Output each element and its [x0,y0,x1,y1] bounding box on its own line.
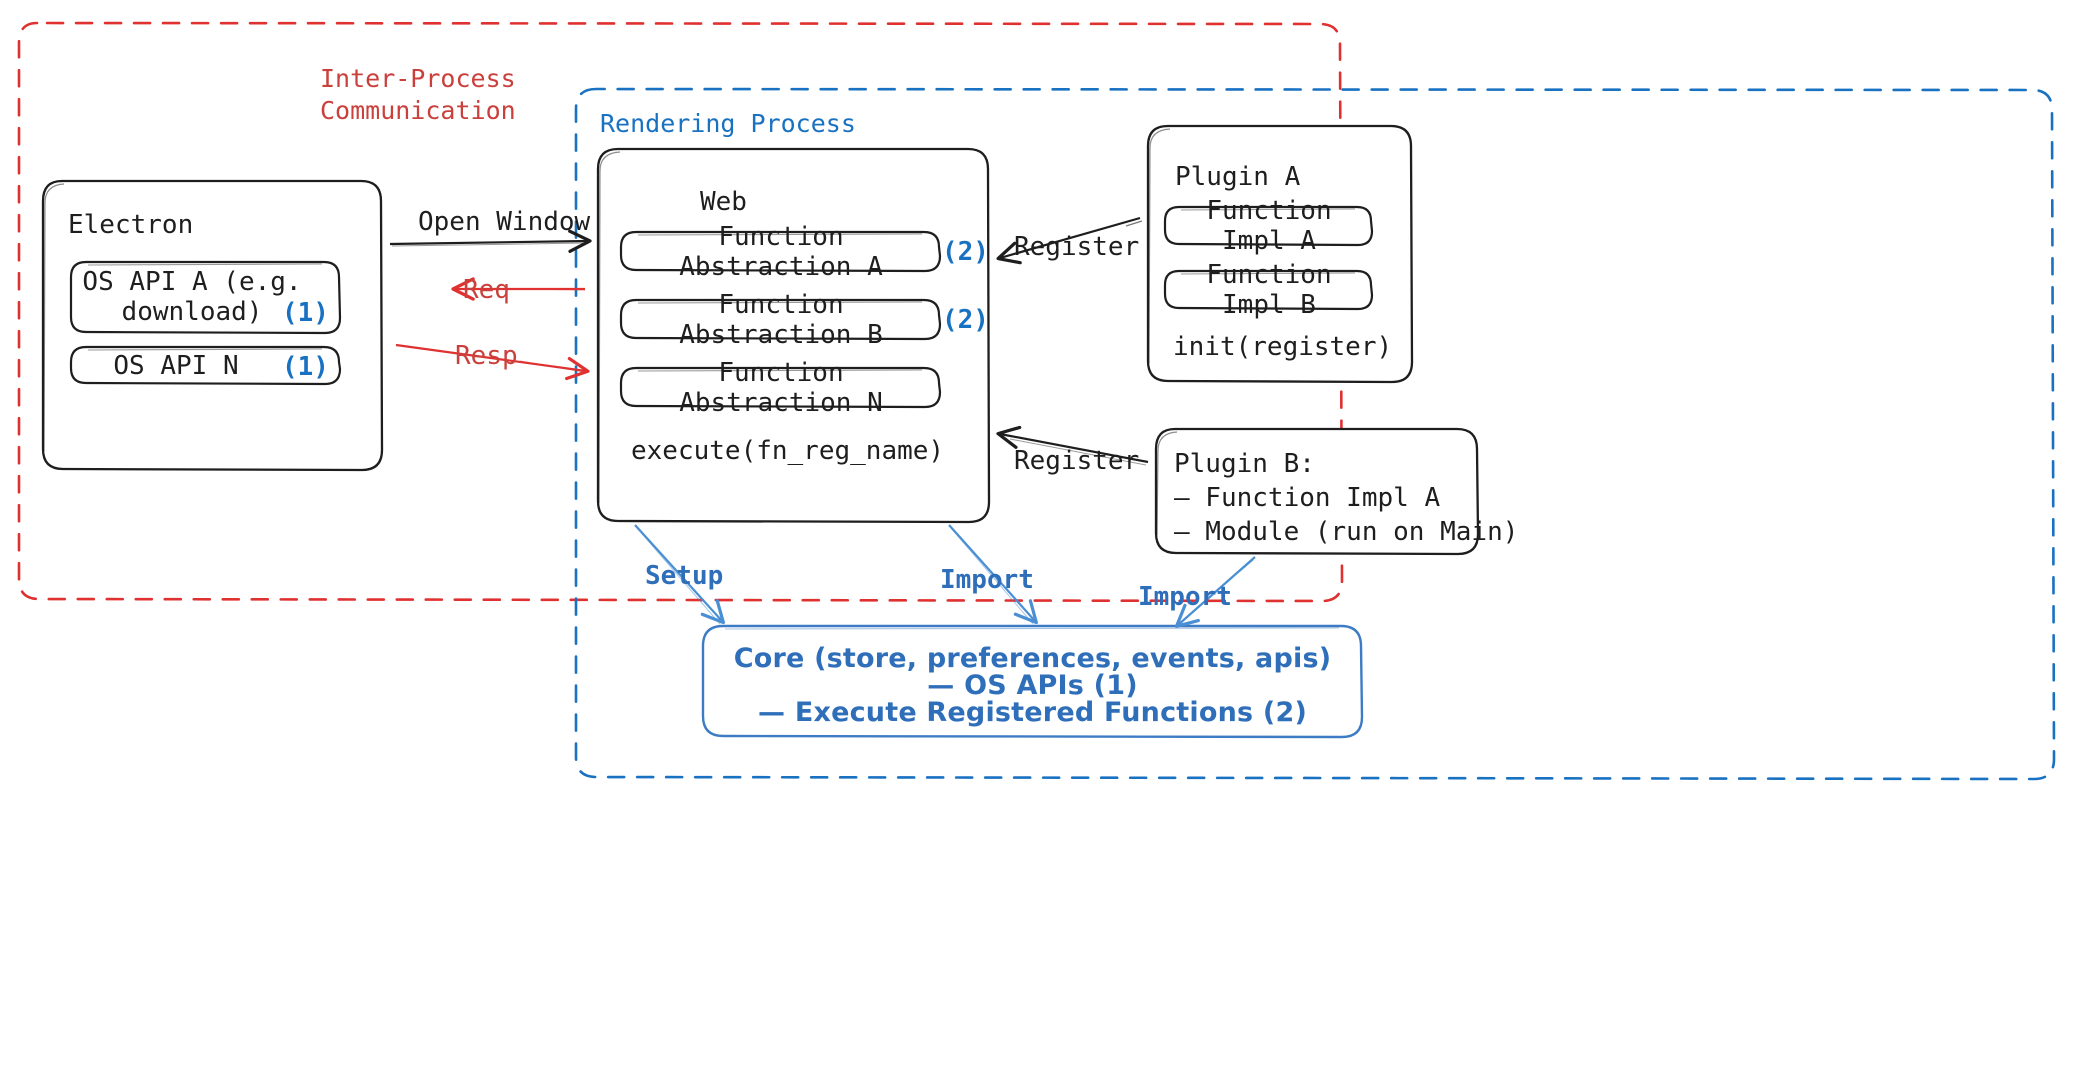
edge-label-register-a: Register [1014,232,1140,262]
function-impl-b-label: Function Impl B [1206,260,1332,320]
edge-label-register-b: Register [1014,446,1140,476]
edge-label-import-web: Import [940,565,1034,595]
edge-open-window [389,229,592,253]
os-api-n-label: OS API N [113,350,239,381]
function-abstraction-n-label: Function Abstraction N [679,357,883,418]
plugin-a-init-label: init(register) [1173,332,1393,362]
electron-title: Electron [68,210,194,240]
web-title: Web [700,187,747,217]
plugin-b-line-1: Plugin B: [1174,449,1315,479]
edge-label-import-plugin: Import [1138,582,1232,612]
edge-label-setup: Setup [645,561,724,591]
edge-label-open-window: Open Window [418,207,591,237]
edge-label-req: Req [463,275,510,305]
web-execute-label: execute(fn_reg_name) [631,436,945,466]
plugin-b-line-2: — Function Impl A [1174,483,1441,513]
rendering-region-label: Rendering Process [600,109,856,138]
ipc-region-label: Inter-Process Communication [320,64,516,125]
edge-label-resp: Resp [455,341,518,371]
plugin-b-line-3: — Module (run on Main) [1174,517,1519,547]
function-abstraction-b-marker: (2) [942,305,989,335]
function-abstraction-a-label: Function Abstraction A [679,221,883,282]
function-abstraction-b-label: Function Abstraction B [679,289,883,350]
os-api-n-marker: (1) [282,352,329,382]
core-line-2: — OS APIs (1) [927,670,1138,701]
core-line-3: — Execute Registered Functions (2) [758,697,1307,728]
os-api-a-marker: (1) [282,298,329,328]
os-api-a-label: OS API A (e.g. download) [82,267,302,327]
function-impl-a-label: Function Impl A [1206,196,1332,256]
plugin-a-title: Plugin A [1175,162,1301,192]
core-line-1: Core (store, preferences, events, apis) [733,643,1332,674]
function-abstraction-a-marker: (2) [942,237,989,267]
